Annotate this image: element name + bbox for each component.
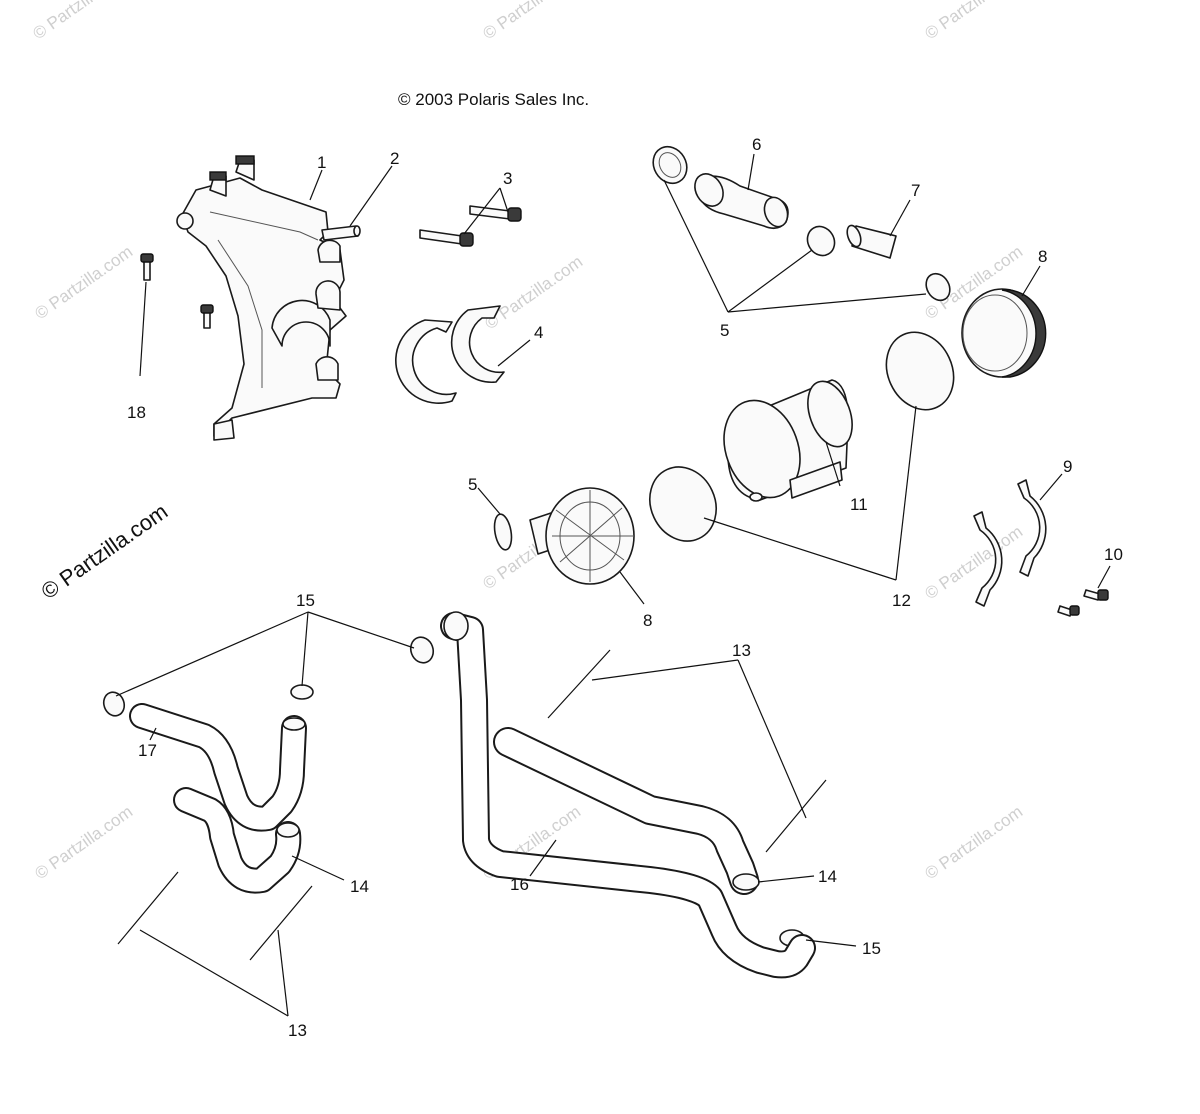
callout-8-top: 8 (1038, 247, 1047, 266)
part-8-filter-top (961, 288, 1047, 378)
callout-5-bottom: 5 (468, 475, 477, 494)
watermark: © Partzilla.com (31, 242, 136, 323)
watermark: © Partzilla.com (481, 252, 586, 333)
part-2-stud (321, 225, 361, 241)
watermark: © Partzilla.com (479, 0, 584, 43)
part-9-clamps (973, 479, 1047, 607)
part-16-hose (440, 611, 816, 979)
callout-7: 7 (911, 181, 920, 200)
part-4-saddles (395, 305, 505, 404)
part-11-canister (723, 379, 853, 502)
part-17-hose (129, 703, 307, 832)
callout-10: 10 (1104, 545, 1123, 564)
part-5-couplers-top (493, 145, 951, 551)
callout-18: 18 (127, 403, 146, 422)
part-10-screws (1057, 589, 1109, 617)
copyright-text: © 2003 Polaris Sales Inc. (398, 90, 589, 109)
callout-14-left: 14 (350, 877, 369, 896)
callout-16: 16 (510, 875, 529, 894)
watermark: © Partzilla.com (921, 802, 1026, 883)
callout-12: 12 (892, 591, 911, 610)
callout-13-top: 13 (732, 641, 751, 660)
part-1-bracket (176, 155, 347, 441)
watermark: © Partzilla.com (921, 522, 1026, 603)
watermark-large: © Partzilla.com (37, 499, 173, 605)
part-8-filter-bottom (529, 487, 635, 585)
callout-9: 9 (1063, 457, 1072, 476)
callout-2: 2 (390, 149, 399, 168)
watermark: © Partzilla.com (29, 0, 134, 43)
callouts: 1 2 3 4 18 6 7 8 5 11 9 10 12 5 8 15 13 … (127, 135, 1123, 1040)
callout-14-right: 14 (818, 867, 837, 886)
callout-6: 6 (752, 135, 761, 154)
callout-13-bottom: 13 (288, 1021, 307, 1040)
watermark: © Partzilla.com (921, 0, 1026, 43)
part-12-rings (649, 331, 955, 542)
callout-3: 3 (503, 169, 512, 188)
callout-15-top: 15 (296, 591, 315, 610)
callout-1: 1 (317, 153, 326, 172)
callout-8-bottom: 8 (643, 611, 652, 630)
part-14-hose-right (493, 727, 760, 895)
part-14-hose-left (173, 787, 302, 894)
part-13-ties (117, 649, 827, 961)
callout-4: 4 (534, 323, 543, 342)
part-6-hose (694, 173, 789, 230)
leader-lines (115, 153, 1111, 1017)
callout-5-top: 5 (720, 321, 729, 340)
part-7-sleeve (846, 224, 897, 259)
part-15-couplers (102, 636, 805, 947)
watermark: © Partzilla.com (31, 802, 136, 883)
callout-11: 11 (850, 495, 868, 514)
callout-15-bottom: 15 (862, 939, 881, 958)
callout-17: 17 (138, 741, 157, 760)
part-18-bolts (140, 253, 214, 329)
part-3-bolts (419, 205, 522, 247)
